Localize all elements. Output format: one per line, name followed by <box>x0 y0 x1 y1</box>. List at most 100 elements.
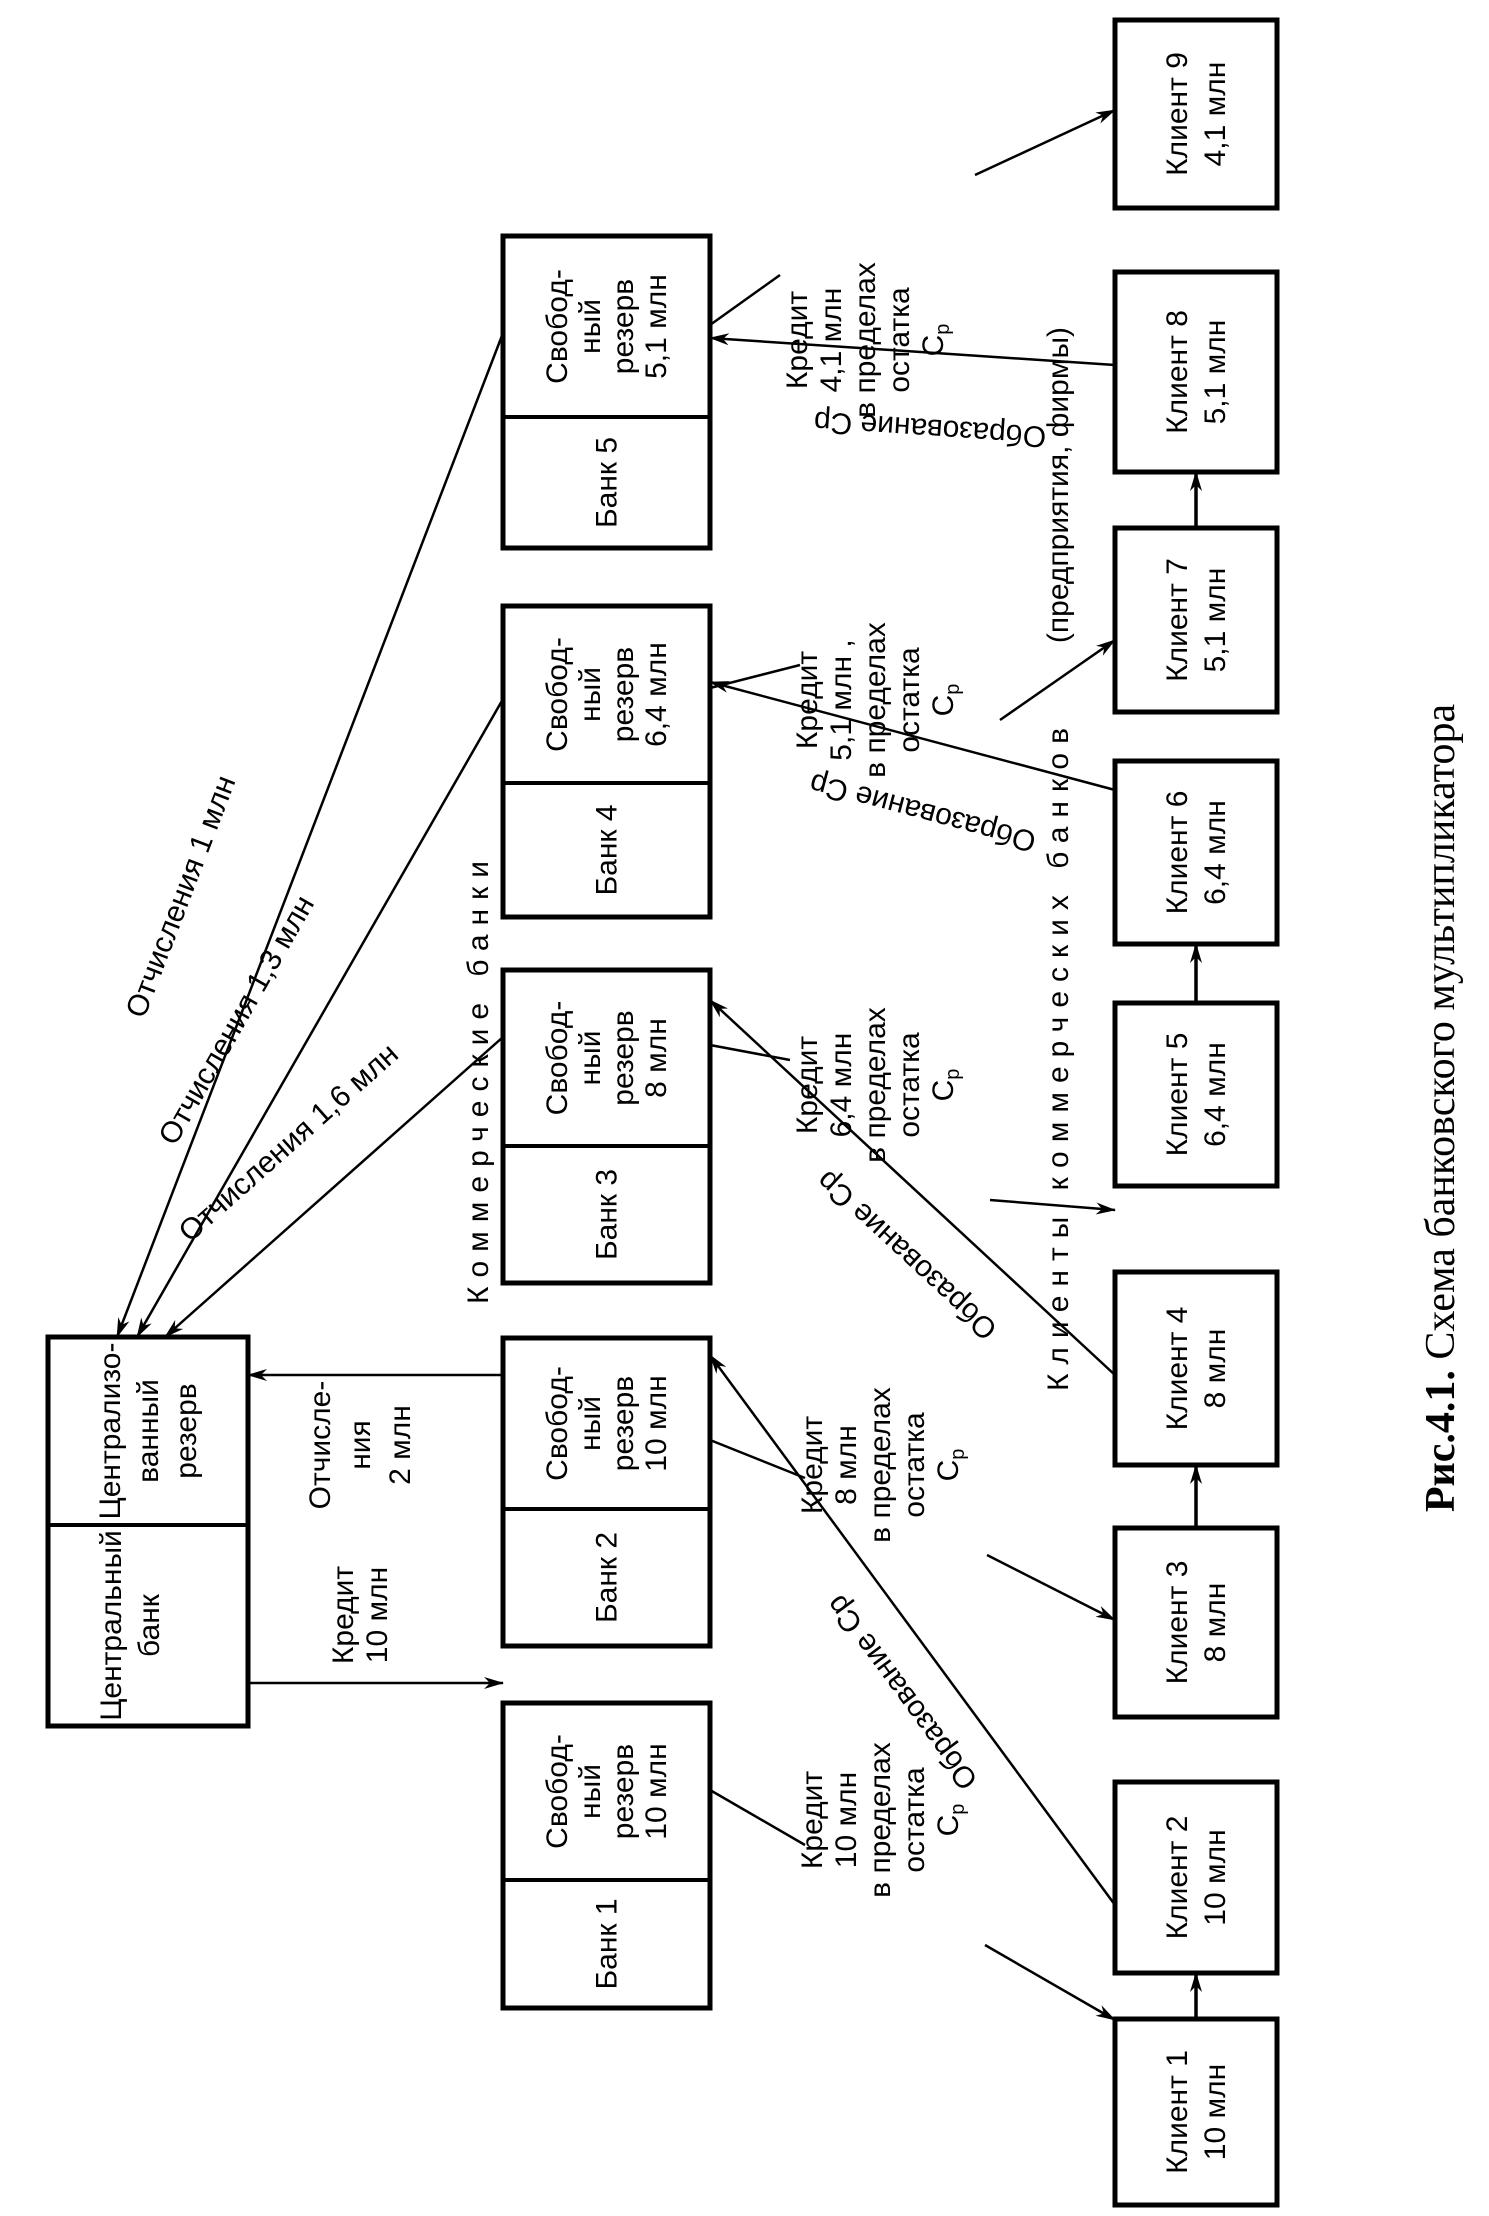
free-reserve-label-line: ный <box>574 1764 607 1819</box>
bank-name-label-line: Банк 4 <box>591 804 624 895</box>
client-label-line: 5,1 млн <box>1199 568 1232 673</box>
credit-label-bank3-line: Кредит <box>791 1036 824 1134</box>
subscript-p: р <box>942 1069 964 1080</box>
deduction-bank2-label-line: ния <box>344 1420 377 1470</box>
client-label-line: 8 млн <box>1199 1583 1232 1663</box>
client-box-7 <box>1112 525 1280 715</box>
credit-label-bank5-line: 4,1 млн <box>815 288 848 393</box>
client-label-line: Клиент 8 <box>1161 310 1194 434</box>
credit-label-bank1-line: 10 млн <box>830 1772 863 1868</box>
bank-name-label: Банк 3 <box>591 1169 624 1260</box>
subscript-p: р <box>932 324 954 335</box>
free-reserve-label-line: ный <box>574 1031 607 1086</box>
client-box-3 <box>1112 1525 1280 1720</box>
bank-name-label-line: Банк 2 <box>591 1532 624 1623</box>
client-label-line: Клиент 7 <box>1161 558 1194 682</box>
client-label-line: Клиент 5 <box>1161 1033 1194 1157</box>
bank-name-label-line: Банк 5 <box>591 437 624 528</box>
credit-line-bank1 <box>709 1788 806 1847</box>
formation-arrow-5 <box>709 333 1116 367</box>
free-reserve-label-line: 10 млн <box>640 1375 673 1471</box>
credit-line-bank5 <box>709 273 781 327</box>
client-label-line: 5,1 млн <box>1199 320 1232 425</box>
formation-arrow-3 <box>709 999 1116 1376</box>
centralized-reserve-label-line: резерв <box>170 1383 203 1478</box>
figure-caption: Рис.4.1. Схема банковского мультипликато… <box>1418 704 1464 1513</box>
subscript-p: р <box>947 1804 969 1815</box>
bank-box-1 <box>500 1700 713 2011</box>
credit-label-bank4-line: 5,1 млн , <box>825 639 858 760</box>
centralized-reserve-label-line: Централизо- <box>94 1343 127 1520</box>
client-box-4 <box>1112 1269 1280 1468</box>
client-box-8 <box>1112 269 1280 475</box>
free-reserve-label-line: ный <box>574 1396 607 1451</box>
client-box-6 <box>1112 758 1280 947</box>
client-label-line: Клиент 4 <box>1161 1307 1194 1431</box>
credit-label-bank5-line: остатка <box>883 287 916 393</box>
free-reserve-label-line: 6,4 млн <box>640 642 673 747</box>
credit-label-bank5-line: Cр <box>917 324 954 357</box>
client-label-line: 4,1 млн <box>1199 62 1232 167</box>
client-label-line: 8 млн <box>1199 1329 1232 1409</box>
free-reserve-label-line: резерв <box>607 1010 640 1105</box>
credit-label-bank4-line: Cр <box>927 684 964 717</box>
credit-arrow-to-client <box>986 1553 1116 1622</box>
free-reserve-label-line: резерв <box>607 1376 640 1471</box>
credit-label-bank1-line: в пределах <box>864 1742 897 1898</box>
free-reserve-label-line: 8 млн <box>640 1018 673 1098</box>
credit-label-bank1-line: Cр <box>932 1804 969 1837</box>
client-label-line: Клиент 2 <box>1161 1816 1194 1940</box>
credit-arrow-to-client <box>999 638 1116 722</box>
credit-line-bank2 <box>709 1438 806 1480</box>
credit-label-bank2-line: в пределах <box>864 1387 897 1543</box>
subscript-p: р <box>947 1449 969 1460</box>
free-reserve-label-line: Свобод- <box>541 269 574 384</box>
formation-label: Образование Cр <box>810 1164 1003 1346</box>
deduction-bank2-label-line: 2 млн <box>384 1405 417 1485</box>
free-reserve-label-line: Свобод- <box>541 1734 574 1849</box>
edges-layer <box>115 108 1202 2022</box>
credit-label-bank2-line: остатка <box>898 1412 931 1518</box>
credit-arrow-to-client <box>974 108 1116 177</box>
deduction-bank2-label-line: Отчисле- <box>304 1381 337 1510</box>
free-reserve-label-line: ный <box>574 299 607 354</box>
commercial-banks-heading-line: Коммерческие банки <box>462 852 495 1304</box>
credit-label-bank4-line: в пределах <box>859 622 892 778</box>
figure-caption-text: Рис.4.1. Схема банковского мультипликато… <box>1418 704 1464 1513</box>
client-label-line: 6,4 млн <box>1199 1042 1232 1147</box>
bank-name-label: Банк 1 <box>591 1898 624 1989</box>
free-reserve-label-line: резерв <box>607 647 640 742</box>
central-bank-label-line: Центральный <box>95 1530 128 1721</box>
nodes-layer <box>45 17 1280 2208</box>
deduction-bank3-arrow <box>164 1036 504 1338</box>
free-reserve-label-line: ный <box>574 667 607 722</box>
central-bank-label-line: банк <box>133 1593 166 1657</box>
client-box-2 <box>1112 1779 1280 1976</box>
bank-name-label: Банк 4 <box>591 804 624 895</box>
commercial-banks-heading: Коммерческие банки <box>462 852 495 1304</box>
credit-arrow-to-client <box>984 1943 1116 2022</box>
formation-label: Образование Cр <box>806 766 1039 858</box>
credit-arrow-to-client <box>989 1198 1116 1215</box>
credit-label-bank5-line: в пределах <box>849 262 882 418</box>
credit-line-bank3 <box>709 1043 791 1062</box>
client-label-line: Клиент 1 <box>1161 2050 1194 2174</box>
free-reserve-label-line: Свобод- <box>541 1001 574 1116</box>
client-label-line: Клиент 9 <box>1161 52 1194 176</box>
credit-label-bank2-line: 8 млн <box>830 1425 863 1505</box>
